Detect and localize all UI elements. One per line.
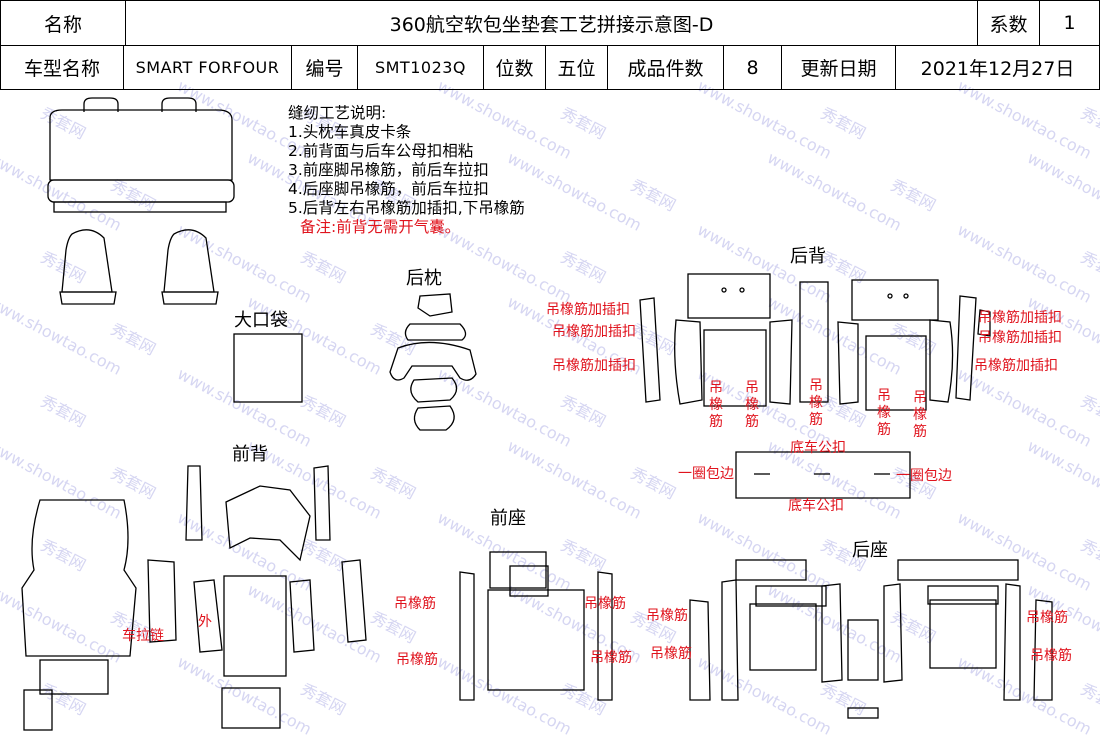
pocket-label: 大口袋 xyxy=(234,310,288,331)
annotation-elastic: 吊橡筋 xyxy=(1030,648,1072,664)
annotation-elastic-clip: 吊橡筋加插扣 xyxy=(978,330,1062,346)
headrest-left xyxy=(83,97,119,112)
annotation-elastic-clip: 吊橡筋加插扣 xyxy=(552,324,636,340)
front-seat-right-base xyxy=(161,291,219,305)
annotation-bottom-snap: 底车公扣 xyxy=(790,440,846,456)
seats-value: 五位 xyxy=(546,46,608,90)
rear-back-label: 后背 xyxy=(790,246,826,267)
notes-item: 1.头枕车真皮卡条 xyxy=(288,123,412,141)
large-pocket-piece xyxy=(233,333,303,403)
annotation-elastic-clip: 吊橡筋加插扣 xyxy=(552,358,636,374)
coef-label: 系数 xyxy=(978,0,1040,46)
code-value: SMT1023Q xyxy=(358,46,484,90)
seats-label: 位数 xyxy=(484,46,546,90)
code-label: 编号 xyxy=(292,46,358,90)
front-seat-right xyxy=(163,229,215,293)
annotation-elastic: 吊橡筋 xyxy=(396,652,438,668)
notes-item: 3.前座脚吊橡筋，前后车拉扣 xyxy=(288,161,489,179)
rear-seat-label: 后座 xyxy=(852,540,888,561)
headrest-label: 后枕 xyxy=(406,268,442,289)
rear-seat-pieces xyxy=(689,559,1053,719)
annotation-elastic-vertical: 吊橡筋 xyxy=(809,378,823,428)
front-seat-label: 前座 xyxy=(490,508,526,529)
annotation-elastic-clip: 吊橡筋加插扣 xyxy=(546,302,630,318)
annotation-elastic-vertical: 吊橡筋 xyxy=(913,390,927,440)
rear-bench-back xyxy=(49,109,233,181)
notes-remark: 备注:前背无需开气囊。 xyxy=(300,218,461,236)
headrest-right xyxy=(161,97,197,112)
seat-overview-illustration xyxy=(47,97,235,305)
annotation-edge-binding: 一圈包边 xyxy=(896,468,952,484)
sewing-notes: 缝纫工艺说明: 1.头枕车真皮卡条 2.前背面与后车公母扣相粘 3.前座脚吊橡筋… xyxy=(288,104,525,237)
name-label: 名称 xyxy=(0,0,126,46)
annotation-elastic-vertical: 吊橡筋 xyxy=(745,380,759,430)
annotation-elastic: 吊橡筋 xyxy=(1026,610,1068,626)
annotation-elastic-vertical: 吊橡筋 xyxy=(709,380,723,430)
annotation-edge-binding: 一圈包边 xyxy=(678,466,734,482)
annotation-zipper: 车拉链 xyxy=(122,628,164,644)
pieces-value: 8 xyxy=(724,46,782,90)
model-value: SMART FORFOUR xyxy=(124,46,292,90)
annotation-elastic-clip: 吊橡筋加插扣 xyxy=(978,310,1062,326)
date-label: 更新日期 xyxy=(782,46,896,90)
annotation-elastic-clip: 吊橡筋加插扣 xyxy=(974,358,1058,374)
front-back-label: 前背 xyxy=(232,444,268,465)
rear-back-pieces xyxy=(639,273,991,499)
model-label: 车型名称 xyxy=(0,46,124,90)
front-back-pieces xyxy=(21,465,367,731)
annotation-elastic: 吊橡筋 xyxy=(590,650,632,666)
annotation-elastic: 吊橡筋 xyxy=(584,596,626,612)
sheet-title: 360航空软包坐垫套工艺拼接示意图-D xyxy=(126,0,978,46)
notes-item: 4.后座脚吊橡筋，前后车拉扣 xyxy=(288,180,489,198)
annotation-elastic-vertical: 吊橡筋 xyxy=(877,388,891,438)
annotation-elastic: 吊橡筋 xyxy=(394,596,436,612)
notes-item: 5.后背左右吊橡筋加插扣,下吊橡筋 xyxy=(288,199,525,217)
rear-bench-cushion xyxy=(47,179,235,203)
pieces-label: 成品件数 xyxy=(608,46,724,90)
headrest-pieces xyxy=(389,293,477,431)
notes-title: 缝纫工艺说明: xyxy=(288,104,387,122)
rear-bench-base xyxy=(53,201,227,213)
front-seat-left xyxy=(61,229,113,293)
front-seat-left-base xyxy=(59,291,117,305)
annotation-elastic: 吊橡筋 xyxy=(650,646,692,662)
front-seat-pieces xyxy=(459,551,613,701)
annotation-bottom-snap: 底车公扣 xyxy=(788,498,844,514)
annotation-outer: 外 xyxy=(198,614,212,630)
annotation-elastic: 吊橡筋 xyxy=(646,608,688,624)
notes-item: 2.前背面与后车公母扣相粘 xyxy=(288,142,474,160)
